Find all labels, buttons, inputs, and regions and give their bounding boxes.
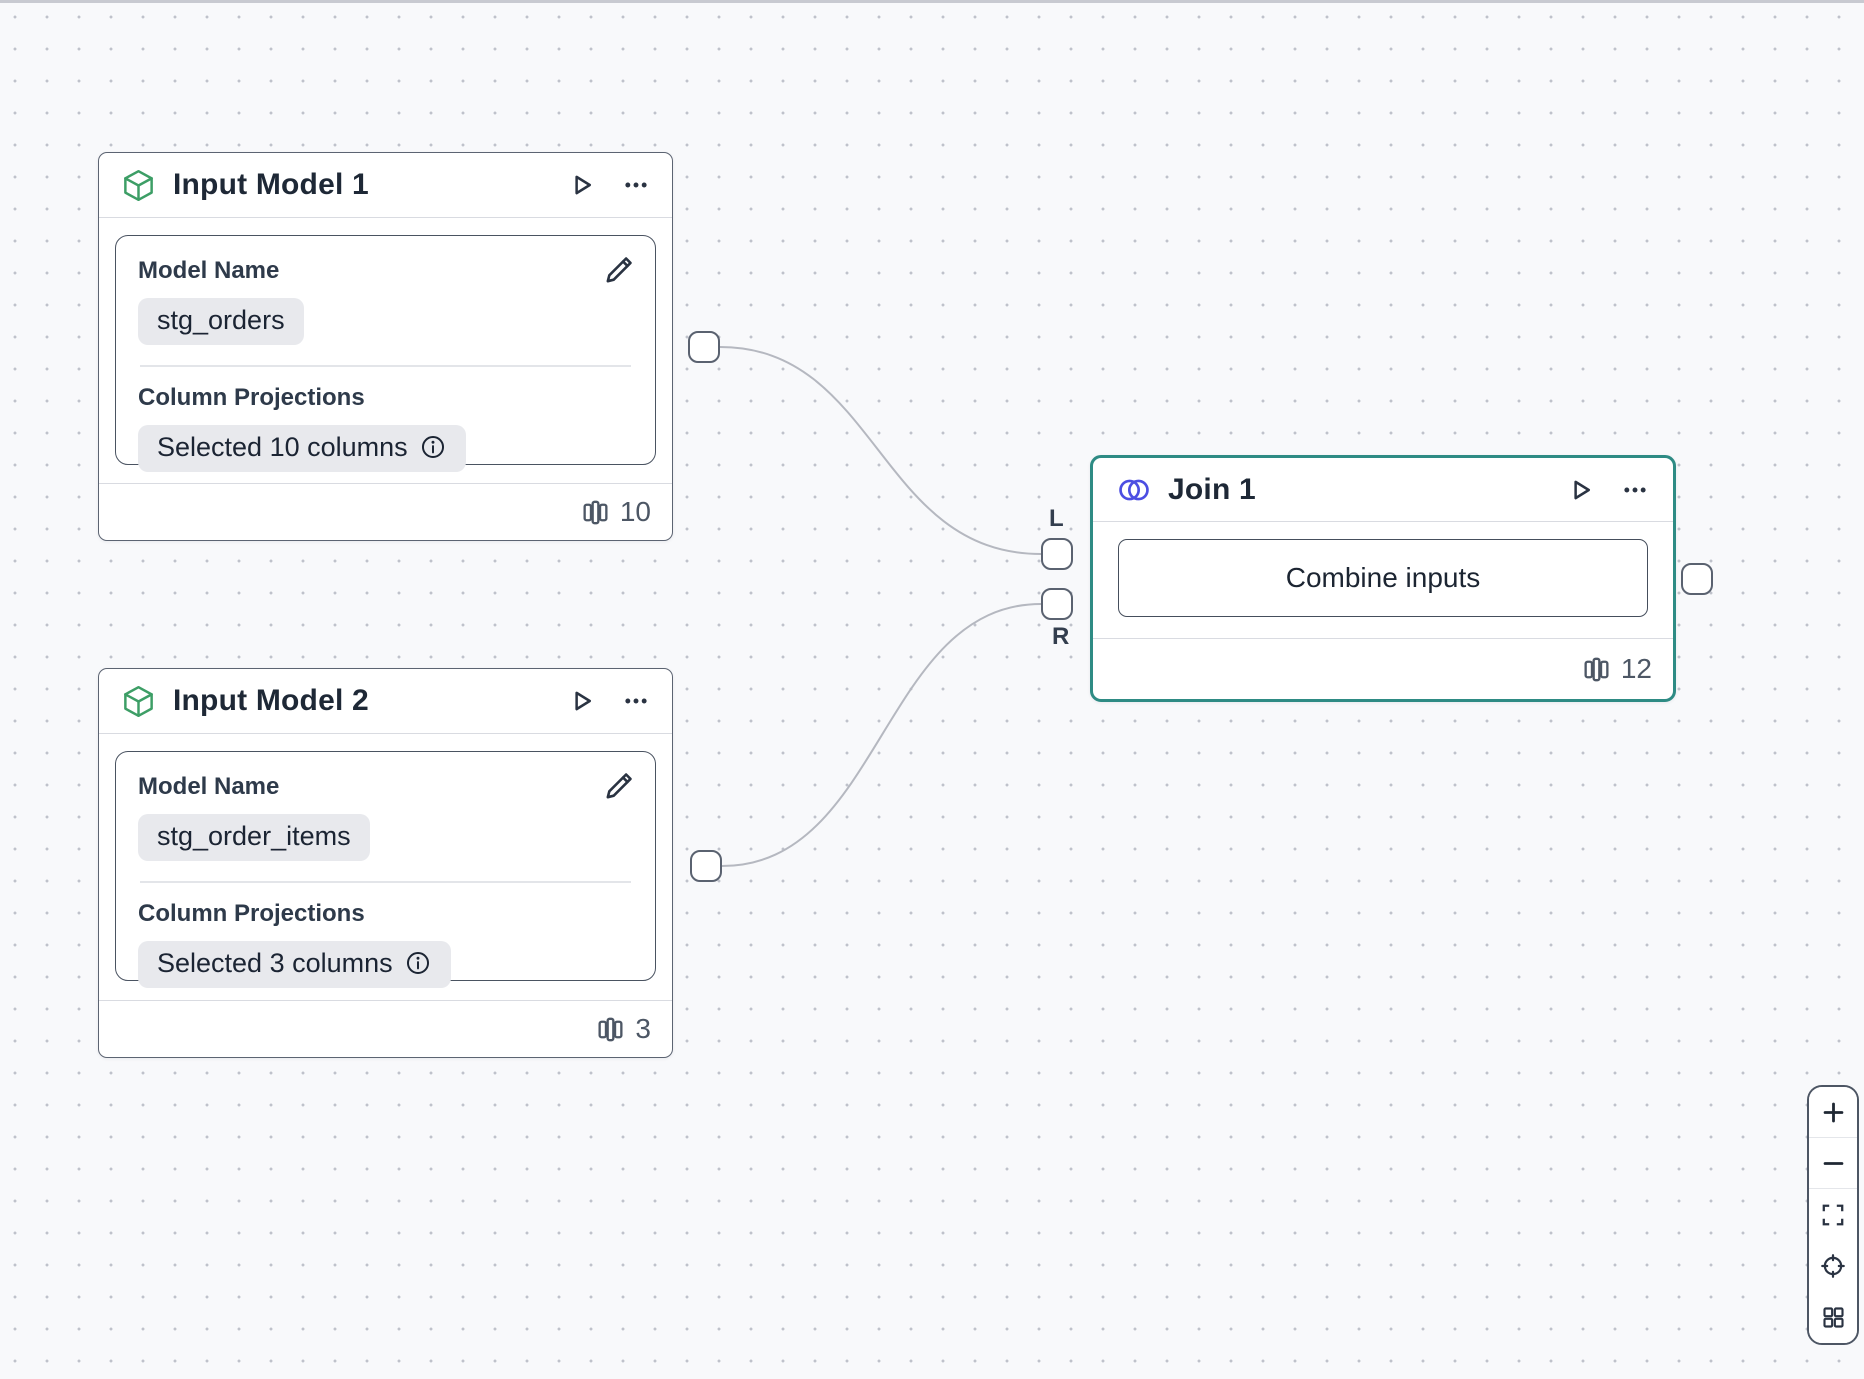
fit-view-button[interactable] bbox=[1809, 1189, 1857, 1241]
column-count: 10 bbox=[619, 496, 651, 527]
model-name-value: stg_orders bbox=[157, 305, 285, 335]
column-count: 3 bbox=[635, 1013, 651, 1044]
join-left-input-port[interactable] bbox=[1041, 538, 1073, 570]
node-join-1[interactable]: Join 1 Combine inputs bbox=[1090, 455, 1676, 702]
model-name-chip: stg_orders bbox=[138, 298, 304, 345]
node-title: Join 1 bbox=[1168, 472, 1256, 506]
node-body: Combine inputs bbox=[1093, 522, 1673, 638]
info-icon[interactable] bbox=[419, 433, 447, 461]
node-footer: 10 bbox=[99, 483, 672, 540]
column-projections-label: Column Projections bbox=[138, 383, 365, 411]
model-name-chip: stg_order_items bbox=[138, 814, 370, 861]
column-projections-label: Column Projections bbox=[138, 899, 365, 927]
center-view-button[interactable] bbox=[1809, 1240, 1857, 1292]
node-footer: 3 bbox=[99, 1000, 672, 1057]
edit-model-name-button[interactable] bbox=[603, 253, 636, 286]
edge-input2-to-join-right bbox=[721, 603, 1042, 867]
columns-icon bbox=[580, 497, 611, 528]
join-venn-icon bbox=[1117, 473, 1151, 507]
node-header: Input Model 1 bbox=[99, 153, 672, 218]
box-icon bbox=[121, 168, 156, 203]
node-header: Input Model 2 bbox=[99, 669, 672, 734]
column-projections-chip: Selected 10 columns bbox=[138, 424, 466, 472]
join-right-input-port[interactable] bbox=[1041, 588, 1073, 620]
box-icon bbox=[121, 684, 156, 719]
columns-icon bbox=[1581, 654, 1612, 685]
node-input-model-1[interactable]: Input Model 1 Model Name bbox=[98, 152, 673, 541]
combine-inputs-button[interactable]: Combine inputs bbox=[1118, 539, 1648, 617]
model-name-value: stg_order_items bbox=[157, 821, 351, 851]
card-divider bbox=[140, 365, 631, 367]
column-projections-chip: Selected 3 columns bbox=[138, 940, 451, 988]
model-config-card: Model Name stg_order_items Column Projec… bbox=[115, 751, 656, 988]
card-divider bbox=[140, 881, 631, 883]
node-title: Input Model 2 bbox=[173, 684, 369, 717]
node-body: Model Name stg_orders Column Projections… bbox=[99, 218, 672, 483]
columns-icon bbox=[595, 1014, 626, 1045]
join-right-port-label: R bbox=[1052, 623, 1070, 650]
node-menu-button[interactable] bbox=[1621, 476, 1649, 504]
info-icon[interactable] bbox=[404, 949, 432, 977]
column-count: 12 bbox=[1620, 653, 1652, 684]
canvas-bottom-border bbox=[0, 0, 1864, 3]
zoom-out-button[interactable] bbox=[1809, 1138, 1857, 1190]
node-menu-button[interactable] bbox=[622, 171, 650, 199]
node-input-model-2[interactable]: Input Model 2 Model Name bbox=[98, 668, 673, 1058]
edit-model-name-button[interactable] bbox=[603, 769, 636, 802]
canvas-controls bbox=[1807, 1085, 1859, 1345]
node-header: Join 1 bbox=[1093, 458, 1673, 522]
join-left-port-label: L bbox=[1049, 505, 1064, 532]
run-node-button[interactable] bbox=[566, 170, 596, 200]
model-config-card: Model Name stg_orders Column Projections… bbox=[115, 235, 656, 472]
node-title: Input Model 1 bbox=[173, 168, 369, 201]
node-body: Model Name stg_order_items Column Projec… bbox=[99, 734, 672, 1000]
column-projections-value: Selected 10 columns bbox=[157, 431, 408, 462]
edge-input1-to-join-left bbox=[719, 346, 1042, 555]
grid-view-button[interactable] bbox=[1809, 1291, 1857, 1343]
node-menu-button[interactable] bbox=[622, 687, 650, 715]
run-node-button[interactable] bbox=[1565, 475, 1595, 505]
output-port-input-model-2[interactable] bbox=[690, 850, 722, 882]
model-name-label: Model Name bbox=[138, 257, 280, 284]
column-projections-value: Selected 3 columns bbox=[157, 947, 393, 978]
run-node-button[interactable] bbox=[566, 686, 596, 716]
model-name-label: Model Name bbox=[138, 773, 280, 800]
output-port-input-model-1[interactable] bbox=[688, 331, 720, 363]
zoom-in-button[interactable] bbox=[1809, 1087, 1857, 1139]
node-footer: 12 bbox=[1093, 638, 1673, 699]
join-output-port[interactable] bbox=[1681, 563, 1713, 595]
